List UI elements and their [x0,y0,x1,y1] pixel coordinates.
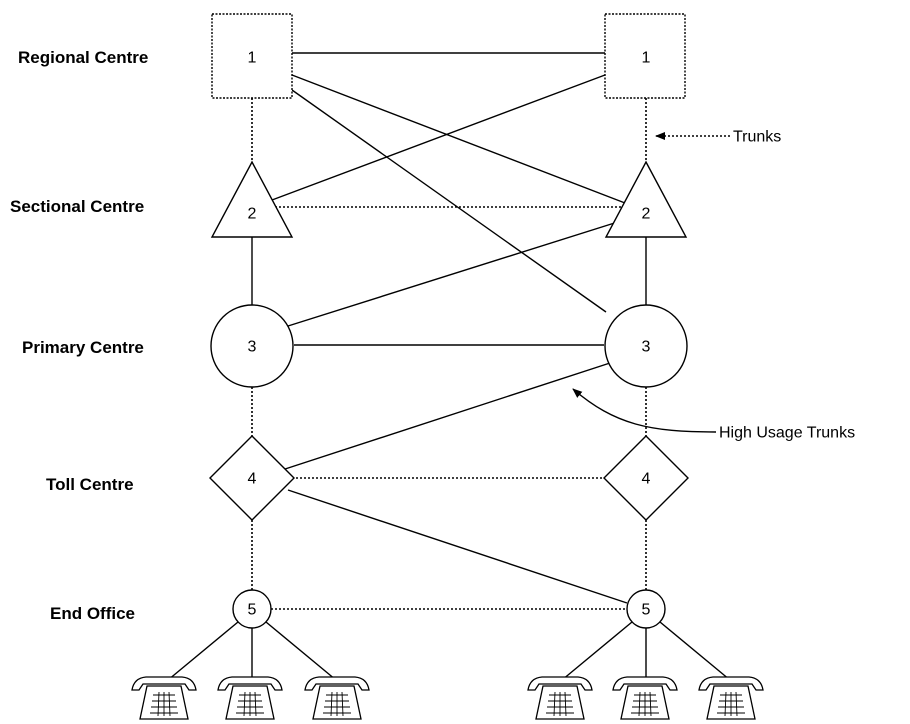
telephone-icon [304,676,370,720]
toll-centre-right-number: 4 [642,471,651,488]
subscriber-line [659,621,731,681]
label-regional-centre: Regional Centre [18,48,148,67]
telephone-icon [612,676,678,720]
primary-centre-left-number: 3 [248,339,257,356]
trunk-regional-right-sectional-left [271,74,606,201]
primary-centre-left-node [210,304,294,388]
high-usage-trunks-annotation: High Usage Trunks [719,425,855,442]
telephone-icon [131,676,197,720]
telephone-icon [527,676,593,720]
label-primary-centre: Primary Centre [22,338,144,357]
sectional-centre-right-number: 2 [642,206,651,223]
telephone-icon [698,676,764,720]
sectional-centre-left-node [210,160,294,238]
label-toll-centre: Toll Centre [46,475,134,494]
subscriber-line [265,621,337,681]
label-end-office: End Office [50,604,135,623]
toll-centre-right-node [603,435,689,521]
sectional-centre-left-number: 2 [248,206,257,223]
end-office-left-number: 5 [248,602,257,619]
subscriber-line [561,621,633,681]
trunk-sectional-right-primary-left [287,219,625,327]
trunk-regional-left-primary-right [291,89,607,313]
label-sectional-centre: Sectional Centre [10,197,144,216]
primary-centre-right-node [604,304,688,388]
sectional-centre-right-node [604,160,688,238]
end-office-right-number: 5 [642,602,651,619]
regional-centre-right-number: 1 [642,50,651,67]
trunks-annotation: Trunks [733,129,781,146]
regional-centre-right-node [604,13,686,99]
toll-centre-left-node [209,435,295,521]
high-usage-trunks-arrow [572,388,717,433]
end-office-left-node [232,589,272,629]
telephone-icon [217,676,283,720]
subscriber-line [167,621,239,681]
trunk-primary-right-toll-left [281,362,611,471]
end-office-right-node [626,589,666,629]
regional-centre-left-node [211,13,293,99]
trunk-toll-left-end-right [287,489,628,604]
primary-centre-right-number: 3 [642,339,651,356]
toll-centre-left-number: 4 [248,471,257,488]
regional-centre-left-number: 1 [248,50,257,67]
trunk-regional-left-sectional-right [291,74,626,204]
